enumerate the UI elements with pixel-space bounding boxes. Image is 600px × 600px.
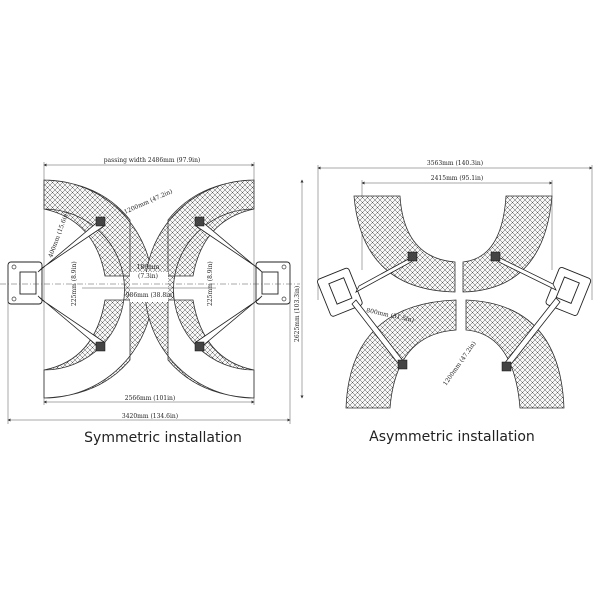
lift-arms-symmetric <box>37 216 263 352</box>
dim-arm-radius: 1200mm (47.2in) <box>123 188 174 216</box>
lift-pad <box>397 359 408 370</box>
asym-upper-left-zone <box>353 195 456 293</box>
dim-asym-inner-width: 2415mm (95.1in) <box>431 175 483 182</box>
lift-pad <box>95 216 106 227</box>
dim-gap-mm: 186mm <box>137 264 160 271</box>
asymmetric-diagram: 3563mm (140.3in) 2415mm (95.1in) <box>317 160 593 445</box>
symmetric-diagram: passing width 2486mm (97.9in) <box>0 157 304 446</box>
dim-arm-offset-right: 225mm (8.9in) <box>207 261 214 306</box>
lift-pad <box>194 216 205 227</box>
dim-asym-arm-long: 1200mm (47.2in) <box>442 340 478 387</box>
dim-base-width: 2566mm (101in) <box>125 395 175 402</box>
right-post <box>255 261 291 305</box>
caption-symmetric: Symmetric installation <box>84 430 242 446</box>
lift-pad <box>501 361 512 372</box>
dim-overall-width: 3420mm (134.6in) <box>122 413 178 420</box>
lift-pad <box>95 341 106 352</box>
lift-arms-asymmetric <box>351 251 561 372</box>
left-post <box>7 261 43 305</box>
dim-inner-width: 986mm (38.8in) <box>126 292 175 299</box>
center-gap <box>130 272 168 302</box>
dim-arm-offset: 225mm (8.9in) <box>71 261 78 306</box>
asym-upper-right-zone <box>462 195 553 293</box>
asym-left-post <box>317 267 363 317</box>
lift-pad <box>407 251 418 262</box>
dim-height: 2625mm (103.3in) <box>294 286 301 342</box>
lift-pad <box>490 251 501 262</box>
dim-asym-overall-width: 3563mm (140.3in) <box>427 160 483 167</box>
dim-passing-width: passing width 2486mm (97.9in) <box>104 157 201 164</box>
caption-asymmetric: Asymmetric installation <box>369 429 535 445</box>
asym-lower-left-zone <box>345 299 457 409</box>
right-arm-swing-zone <box>144 179 255 399</box>
dim-gap-in: (7.3in) <box>138 273 158 280</box>
left-arm-swing-zone <box>43 179 154 399</box>
lift-pad <box>194 341 205 352</box>
